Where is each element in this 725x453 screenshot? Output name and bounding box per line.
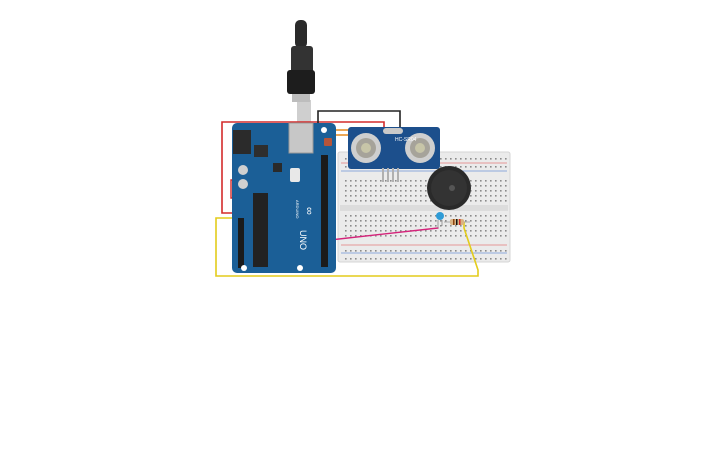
arduino-brand-label: ARDUINO bbox=[295, 200, 300, 218]
reset-button bbox=[324, 138, 332, 146]
magenta-wire bbox=[329, 227, 439, 241]
atmega-chip bbox=[253, 193, 268, 267]
power-header bbox=[238, 218, 244, 268]
digital-header bbox=[321, 155, 328, 267]
sensor-model-label: HC-SR04 bbox=[395, 137, 417, 143]
arduino-model-label: UNO bbox=[298, 230, 308, 250]
resistor[interactable] bbox=[444, 219, 470, 225]
led[interactable] bbox=[436, 212, 444, 228]
yellow-wire bbox=[215, 217, 479, 277]
ultrasonic-sensor[interactable]: HC-SR04 bbox=[348, 127, 440, 182]
capacitor-1 bbox=[238, 165, 248, 175]
arduino-board[interactable]: ∞ ARDUINO UNO bbox=[232, 122, 336, 273]
capacitor-2 bbox=[238, 179, 248, 189]
usb-cable[interactable] bbox=[287, 20, 315, 122]
power-jack bbox=[233, 130, 251, 154]
usb-port bbox=[288, 122, 314, 154]
arduino-logo: ∞ bbox=[303, 207, 315, 215]
piezo-buzzer[interactable] bbox=[427, 166, 471, 210]
